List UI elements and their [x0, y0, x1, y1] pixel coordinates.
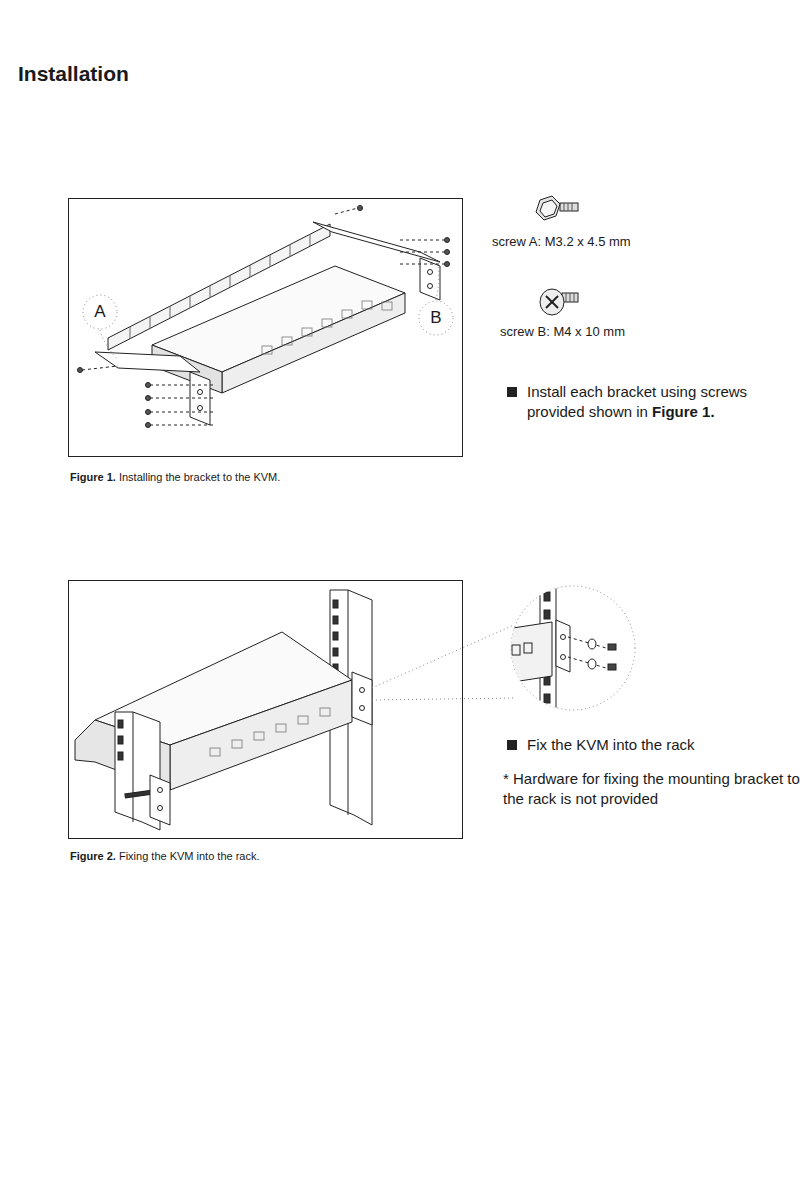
caption-text: Installing the bracket to the KVM.	[119, 471, 280, 483]
caption-text: Fixing the KVM into the rack.	[119, 850, 260, 862]
text-block: Fix the KVM into the rack	[527, 735, 799, 755]
text-block: Install each bracket using screws provid…	[527, 382, 799, 421]
screw-spec: screw B: M4 x 10 mm	[500, 324, 625, 339]
callout-circle: B	[418, 300, 454, 336]
note-text: * Hardware for fixing the mounting brack…	[503, 770, 800, 807]
callout-letter: B	[430, 308, 441, 328]
callout-letter: A	[94, 302, 105, 322]
text-block: Figure 2.Fixing the KVM into the rack.	[70, 849, 460, 863]
text-block: screw B: M4 x 10 mm	[500, 324, 700, 341]
instruction-text: Fix the KVM into the rack	[527, 736, 695, 753]
caption-number: Figure 1.	[70, 471, 116, 483]
callout-circle: A	[82, 294, 118, 330]
caption-number: Figure 2.	[70, 850, 116, 862]
screw-spec: screw A: M3.2 x 4.5 mm	[492, 234, 631, 249]
text-block: * Hardware for fixing the mounting brack…	[503, 769, 803, 808]
text-block: screw A: M3.2 x 4.5 mm	[492, 234, 692, 251]
text-block: Figure 1.Installing the bracket to the K…	[70, 470, 460, 484]
figure-ref: Figure 1.	[652, 403, 715, 420]
page-title: Installation	[18, 60, 129, 87]
